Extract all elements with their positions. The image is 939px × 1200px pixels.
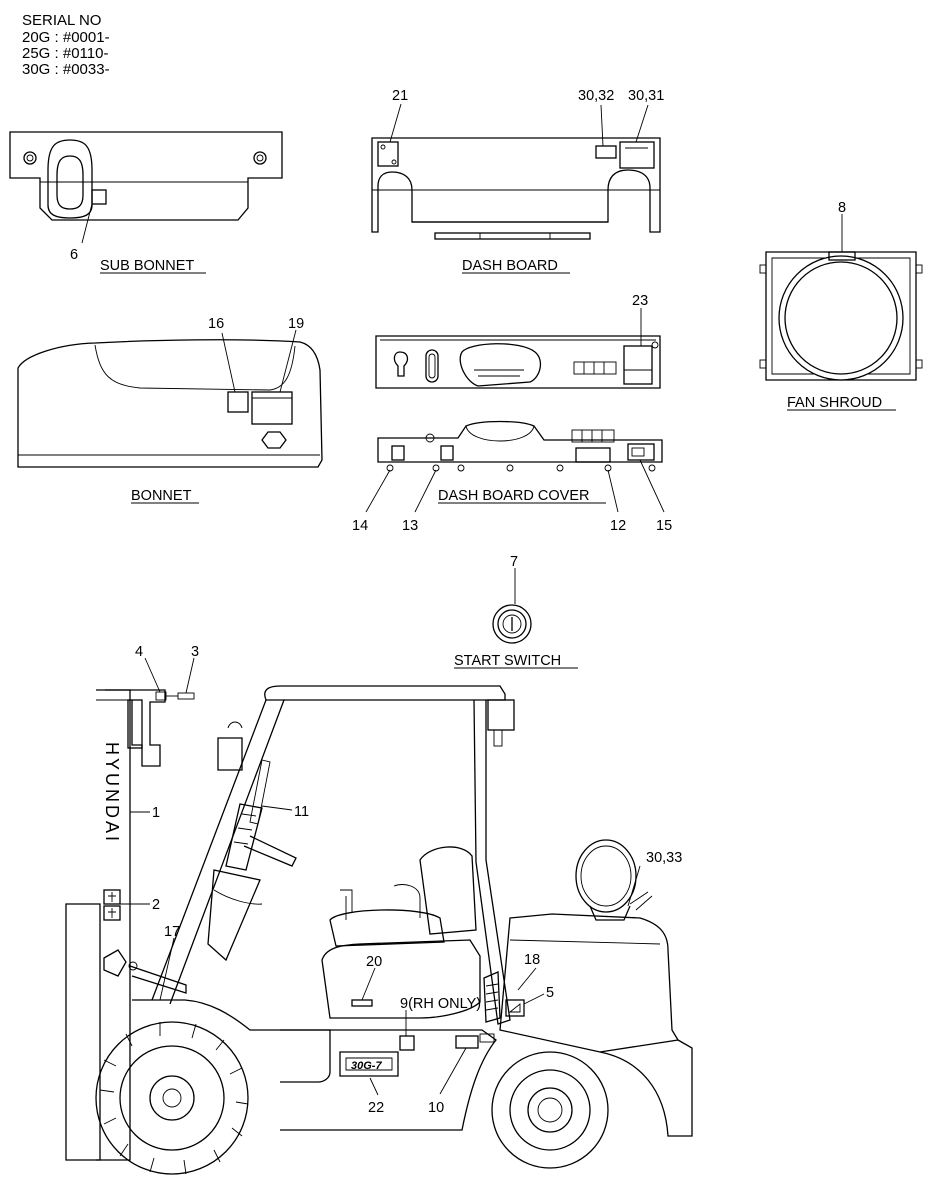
decal-6-marker bbox=[91, 189, 107, 205]
callout-3: 3 bbox=[191, 644, 199, 660]
title-dash-board-cover: DASH BOARD COVER bbox=[438, 488, 589, 504]
callout-16: 16 bbox=[208, 316, 224, 332]
callout-21: 21 bbox=[392, 88, 408, 104]
callout-4: 4 bbox=[135, 644, 143, 660]
callout-15: 15 bbox=[656, 518, 672, 534]
decal-11-marker bbox=[225, 803, 263, 871]
decal-15-marker bbox=[627, 443, 655, 461]
callout-1: 1 bbox=[152, 805, 160, 821]
callout-5: 5 bbox=[546, 985, 554, 1001]
callout-20: 20 bbox=[366, 954, 382, 970]
decal-10-marker bbox=[455, 1035, 479, 1049]
fan-shroud-drawing bbox=[759, 214, 923, 381]
decal-13-marker bbox=[440, 445, 454, 461]
title-dash-board: DASH BOARD bbox=[462, 258, 558, 274]
decal-14-marker bbox=[391, 445, 405, 461]
serial-line-25g: 25G : #0110- bbox=[22, 45, 108, 62]
serial-line-30g: 30G : #0033- bbox=[22, 61, 110, 78]
title-dash-board-group: DASH BOARD bbox=[462, 258, 570, 274]
decal-21-marker bbox=[377, 141, 399, 167]
callout-12: 12 bbox=[610, 518, 626, 534]
callout-6: 6 bbox=[70, 247, 78, 263]
serial-number-block: SERIAL NO 20G : #0001- 25G : #0110- 30G … bbox=[22, 12, 110, 78]
callout-2: 2 bbox=[152, 897, 160, 913]
callout-9-rh-only: 9(RH ONLY) bbox=[400, 996, 481, 1012]
callout-13: 13 bbox=[402, 518, 418, 534]
decal-30-32-marker bbox=[595, 145, 617, 159]
forklift-drawing: HYUNDAI bbox=[65, 657, 693, 1175]
decal-19-marker bbox=[251, 391, 293, 425]
title-dash-board-cover-group: DASH BOARD COVER bbox=[438, 488, 606, 504]
model-plate-decal: 30G-7 bbox=[351, 1060, 382, 1072]
decal-16-marker bbox=[227, 391, 249, 413]
serial-line-20g: 20G : #0001- bbox=[22, 29, 110, 46]
title-bonnet-group: BONNET bbox=[131, 488, 199, 504]
callout-17: 17 bbox=[164, 924, 180, 940]
title-sub-bonnet-group: SUB BONNET bbox=[100, 258, 206, 274]
start-switch-drawing bbox=[492, 568, 532, 644]
decal-2-top-marker bbox=[103, 889, 121, 905]
callout-18: 18 bbox=[524, 952, 540, 968]
decal-5-marker bbox=[505, 999, 525, 1017]
title-start-switch-group: START SWITCH bbox=[454, 653, 578, 669]
callout-10: 10 bbox=[428, 1100, 444, 1116]
callout-23: 23 bbox=[632, 293, 648, 309]
decal-3-marker bbox=[177, 692, 195, 700]
mast-brand-decal: HYUNDAI bbox=[102, 742, 122, 844]
title-fan-shroud-group: FAN SHROUD bbox=[787, 395, 896, 411]
callout-11: 11 bbox=[294, 804, 309, 820]
decal-9-marker bbox=[399, 1035, 415, 1051]
decal-23-marker bbox=[623, 345, 653, 385]
title-start-switch: START SWITCH bbox=[454, 653, 561, 669]
decal-2-bottom-marker bbox=[103, 905, 121, 921]
serial-heading: SERIAL NO bbox=[22, 12, 101, 29]
callout-30-32: 30,32 bbox=[578, 88, 614, 104]
dash-board-panel-drawing bbox=[375, 308, 661, 389]
bonnet-drawing bbox=[17, 329, 323, 468]
title-bonnet: BONNET bbox=[131, 488, 192, 504]
title-fan-shroud: FAN SHROUD bbox=[787, 395, 882, 411]
callout-14: 14 bbox=[352, 518, 368, 534]
callout-22: 22 bbox=[368, 1100, 384, 1116]
callout-7: 7 bbox=[510, 554, 518, 570]
dash-board-drawing bbox=[371, 103, 661, 240]
decal-30-31-marker bbox=[619, 141, 655, 169]
decal-20-marker bbox=[351, 999, 373, 1007]
title-sub-bonnet: SUB BONNET bbox=[100, 258, 194, 274]
callout-30-33: 30,33 bbox=[646, 850, 682, 866]
decal-12-marker bbox=[575, 447, 611, 463]
callout-8: 8 bbox=[838, 200, 846, 216]
callout-30-31: 30,31 bbox=[628, 88, 664, 104]
callout-19: 19 bbox=[288, 316, 304, 332]
dash-board-cover-drawing bbox=[365, 420, 665, 513]
sub-bonnet-drawing bbox=[9, 131, 283, 244]
